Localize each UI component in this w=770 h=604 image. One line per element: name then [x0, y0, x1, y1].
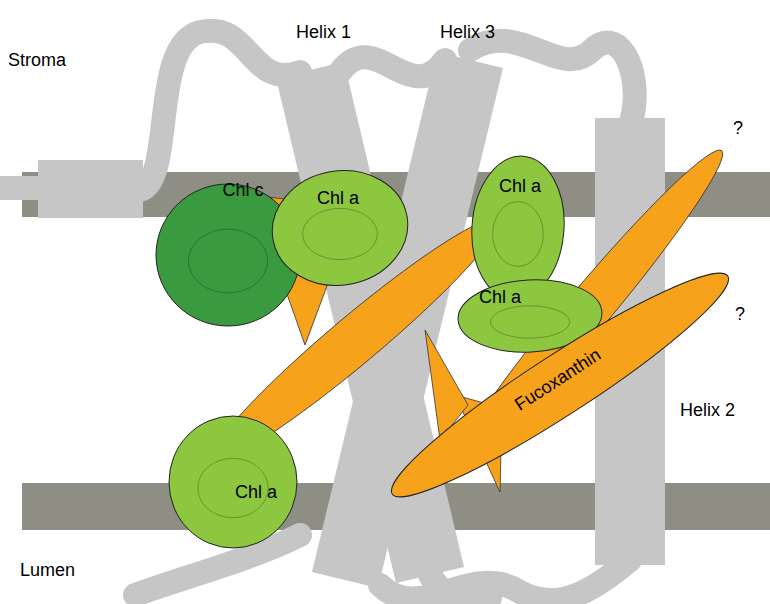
chlorophyll-a: Chl a	[163, 412, 303, 552]
porphyrin-ring	[490, 306, 569, 338]
helix-label: Helix 3	[440, 22, 495, 43]
fucoxanthin: Fucoxanthin	[356, 181, 764, 589]
pigment-shape	[169, 416, 297, 548]
question-mark: ?	[733, 118, 743, 139]
porphyrin-ring	[493, 202, 544, 267]
porphyrin-ring	[188, 229, 267, 293]
pigment-outline	[268, 156, 412, 300]
pigment-label: Chl a	[499, 176, 541, 197]
pigment-shape	[376, 251, 744, 519]
question-mark: ?	[735, 304, 745, 325]
compartment-label: Lumen	[20, 560, 75, 581]
helix-label: Helix 2	[680, 400, 735, 421]
pigment-label: Chl a	[479, 287, 521, 308]
porphyrin-ring	[303, 208, 378, 259]
helix-label: Helix 1	[296, 22, 351, 43]
pigment-label: Chl a	[235, 482, 277, 503]
chlorophyll-a: Chl a	[268, 156, 412, 300]
stroma-helix	[38, 160, 143, 218]
pigment-label: Chl a	[317, 188, 359, 209]
pigment-label: Chl c	[222, 180, 263, 201]
compartment-label: Stroma	[8, 50, 66, 71]
pigment-shape	[263, 160, 417, 296]
pigment-outline	[163, 412, 303, 552]
protein-loops	[0, 31, 635, 603]
